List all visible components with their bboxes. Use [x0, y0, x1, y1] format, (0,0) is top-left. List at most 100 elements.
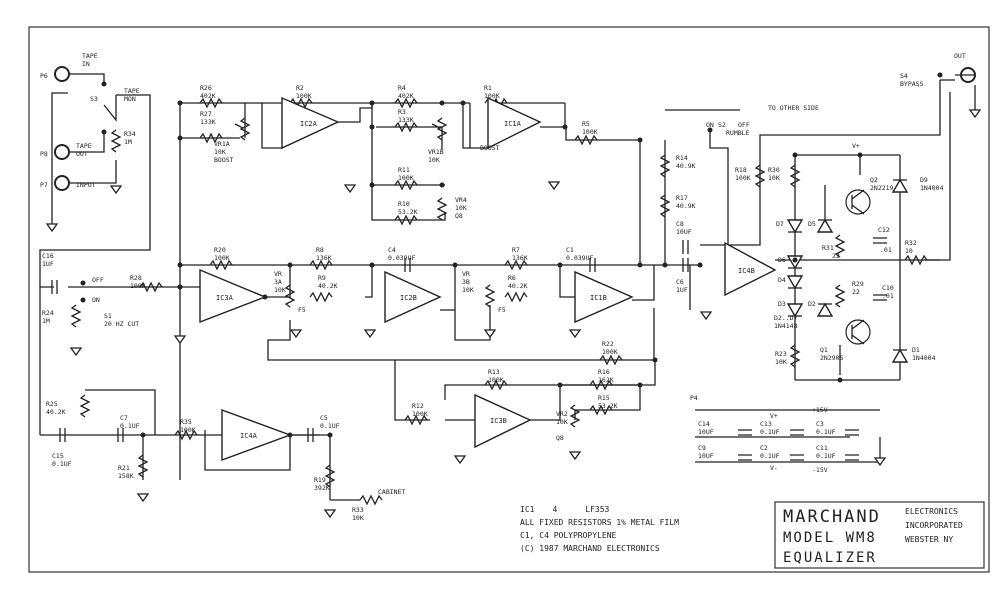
opamp-label-ic3b: IC3B — [490, 417, 507, 425]
component-label: 0.1UF — [320, 422, 340, 430]
component-label: R17 — [676, 194, 688, 202]
component-label: CABINET — [378, 488, 405, 496]
component-label: +15V — [812, 406, 828, 414]
component-label: 1N4148 — [774, 322, 798, 330]
component-label: C1 — [566, 246, 574, 254]
component-label: F5 — [298, 306, 306, 314]
component-label: 100K — [412, 410, 428, 418]
component-label: C11 — [816, 444, 828, 452]
component-label: 100K — [398, 174, 414, 182]
component-label: Q8 — [455, 212, 463, 220]
component-label: D1 — [912, 346, 920, 354]
component-label: D2 — [808, 300, 816, 308]
component-label: C13 — [760, 420, 772, 428]
component-label: MON — [124, 95, 136, 103]
component-label: C2 — [760, 444, 768, 452]
junctions — [80, 72, 943, 438]
title-company: MARCHAND — [783, 507, 881, 527]
component-label: R13 — [488, 368, 500, 376]
opamp-triangles — [199, 96, 777, 462]
component-label: TAPE — [82, 52, 98, 60]
component-label: 0.1UF — [760, 428, 780, 436]
component-label: D3 — [778, 300, 786, 308]
component-label: R14 — [676, 154, 688, 162]
component-label: VR1A — [214, 140, 230, 148]
component-label: R30 — [768, 166, 780, 174]
component-label: 40.9K — [676, 202, 696, 210]
component-label: 0.039UF — [566, 254, 593, 262]
note-resistors: ALL FIXED RESISTORS 1% METAL FILM — [520, 518, 679, 527]
component-label: 136K — [316, 254, 332, 262]
component-label: 0.1UF — [120, 422, 140, 430]
component-label: 2N2905 — [820, 354, 844, 362]
component-label: TAPE — [124, 87, 140, 95]
component-label: 10K — [352, 514, 364, 522]
component-label: Q1 — [820, 346, 828, 354]
component-label: BYPASS — [900, 80, 924, 88]
component-label: OUT — [954, 52, 966, 60]
component-label: 0.039UF — [388, 254, 415, 262]
component-label: .01 — [880, 246, 892, 254]
component-label: C14 — [698, 420, 710, 428]
component-label: 40.2K — [508, 282, 528, 290]
capacitors — [51, 237, 887, 461]
component-label: OFF — [92, 276, 104, 284]
component-label: 402K — [398, 92, 414, 100]
component-label: R11 — [398, 166, 410, 174]
component-label: VR1B — [428, 148, 444, 156]
component-label: 392K — [314, 484, 330, 492]
component-label: R35 — [180, 418, 192, 426]
potentiometers — [234, 117, 581, 428]
component-label: C9 — [698, 444, 706, 452]
component-label: R1 — [484, 84, 492, 92]
component-label: R12 — [412, 402, 424, 410]
component-label: 1UF — [676, 286, 688, 294]
component-label: R26 — [200, 84, 212, 92]
component-label: 10K — [462, 286, 474, 294]
component-label: R3 — [398, 108, 406, 116]
component-label: S1 — [104, 312, 112, 320]
opamp-label-ic2b: IC2B — [400, 294, 417, 302]
component-label: S4 — [900, 72, 908, 80]
component-label: R25 — [46, 400, 58, 408]
component-label: P7 — [40, 181, 48, 189]
component-label: 1M — [124, 138, 132, 146]
component-label: 10K — [428, 156, 440, 164]
component-label: S3 — [90, 95, 98, 103]
component-label: 10UF — [698, 452, 714, 460]
component-label: C4 — [388, 246, 396, 254]
component-label: R5 — [582, 120, 590, 128]
component-label: 100K — [296, 92, 312, 100]
jacks — [54, 66, 976, 191]
component-label: 53.2K — [598, 402, 618, 410]
component-label: R15 — [598, 394, 610, 402]
component-label: 100K — [582, 128, 598, 136]
component-label: 136K — [512, 254, 528, 262]
component-label: TAPE — [76, 142, 92, 150]
component-label: R27 — [200, 110, 212, 118]
component-label: 40.2K — [46, 408, 66, 416]
component-label: RUMBLE — [726, 129, 750, 137]
component-label: C15 — [52, 452, 64, 460]
component-label: .01 — [882, 292, 894, 300]
component-label: 100K — [214, 254, 230, 262]
component-label: C5 — [320, 414, 328, 422]
opamp-label-ic3a: IC3A — [216, 294, 234, 302]
component-label: R23 — [775, 350, 787, 358]
component-label: 10K — [768, 174, 780, 182]
component-label: R6 — [508, 274, 516, 282]
component-label: 22 — [852, 288, 860, 296]
drawing-border — [28, 26, 990, 573]
component-label: R28 — [130, 274, 142, 282]
component-label: C8 — [676, 220, 684, 228]
grounds — [46, 109, 981, 518]
component-label: ON — [706, 121, 714, 129]
component-label: VR — [462, 270, 470, 278]
component-label: D6 — [778, 256, 786, 264]
title-model: MODEL WM8 — [783, 530, 877, 546]
resistors — [70, 97, 928, 506]
